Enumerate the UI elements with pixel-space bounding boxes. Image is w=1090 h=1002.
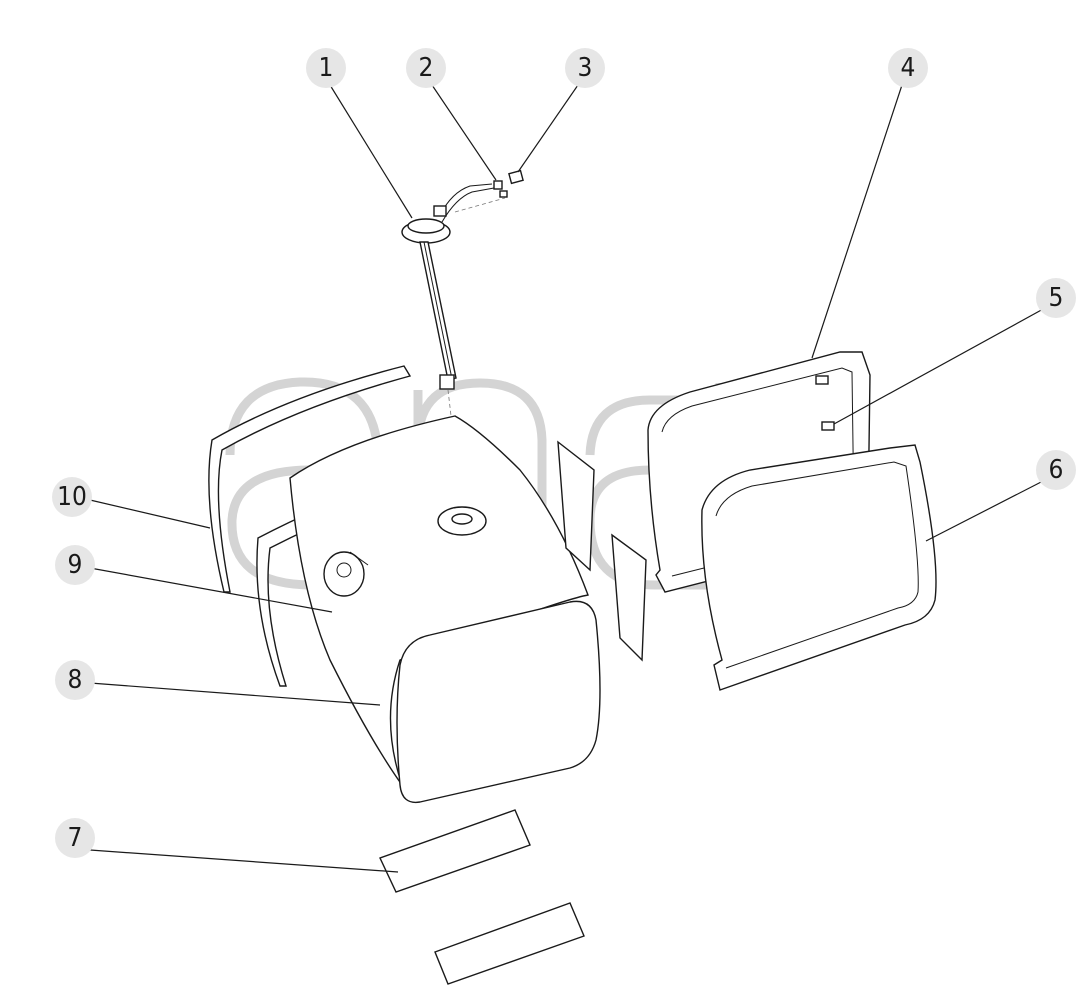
callout-number: 9 (68, 550, 83, 580)
callout-8: 8 (55, 660, 95, 700)
callout-number: 1 (319, 53, 334, 83)
callout-number: 10 (57, 482, 87, 512)
part-fuel-sender (401, 183, 506, 511)
callout-number: 7 (68, 823, 83, 853)
part-end-panel (396, 600, 601, 804)
callout-2: 2 (406, 48, 446, 88)
callout-number: 2 (419, 53, 434, 83)
callout-6: 6 (1036, 450, 1076, 490)
part-connector (493, 180, 508, 198)
callout-number: 4 (901, 53, 916, 83)
callout-5: 5 (1036, 278, 1076, 318)
callout-4: 4 (888, 48, 928, 88)
callout-1: 1 (306, 48, 346, 88)
callout-7: 7 (55, 818, 95, 858)
part-plug (508, 169, 524, 185)
callout-10: 10 (52, 477, 92, 517)
callout-number: 8 (68, 665, 83, 695)
part-tank-body (289, 415, 589, 786)
callout-number: 6 (1049, 455, 1064, 485)
callout-9: 9 (55, 545, 95, 585)
part-bracket-6 (701, 444, 937, 691)
leader-lines (89, 84, 1046, 873)
part-side-pads (557, 440, 647, 662)
callout-3: 3 (565, 48, 605, 88)
callout-number: 3 (578, 53, 593, 83)
part-pads-7 (379, 809, 585, 985)
callout-number: 5 (1049, 283, 1064, 313)
